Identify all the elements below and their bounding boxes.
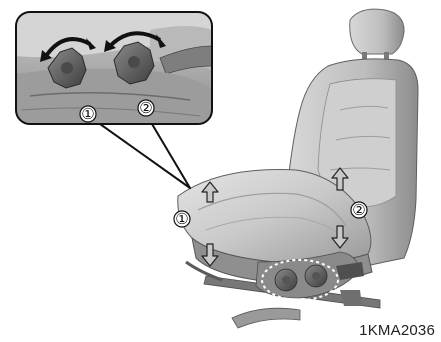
detail-inset — [16, 12, 212, 124]
seat-knob-1 — [275, 269, 297, 291]
inset-marker-1-circle — [80, 106, 96, 122]
seat — [178, 9, 418, 328]
seat-knob-2 — [305, 265, 327, 287]
seat-marker-2-circle — [351, 202, 367, 218]
seat-marker-1-circle — [174, 211, 190, 227]
headrest — [350, 9, 404, 54]
inset-marker-2-circle — [138, 100, 154, 116]
figure-code: 1KMA2036 — [359, 322, 435, 339]
callout-pointer — [100, 124, 190, 188]
